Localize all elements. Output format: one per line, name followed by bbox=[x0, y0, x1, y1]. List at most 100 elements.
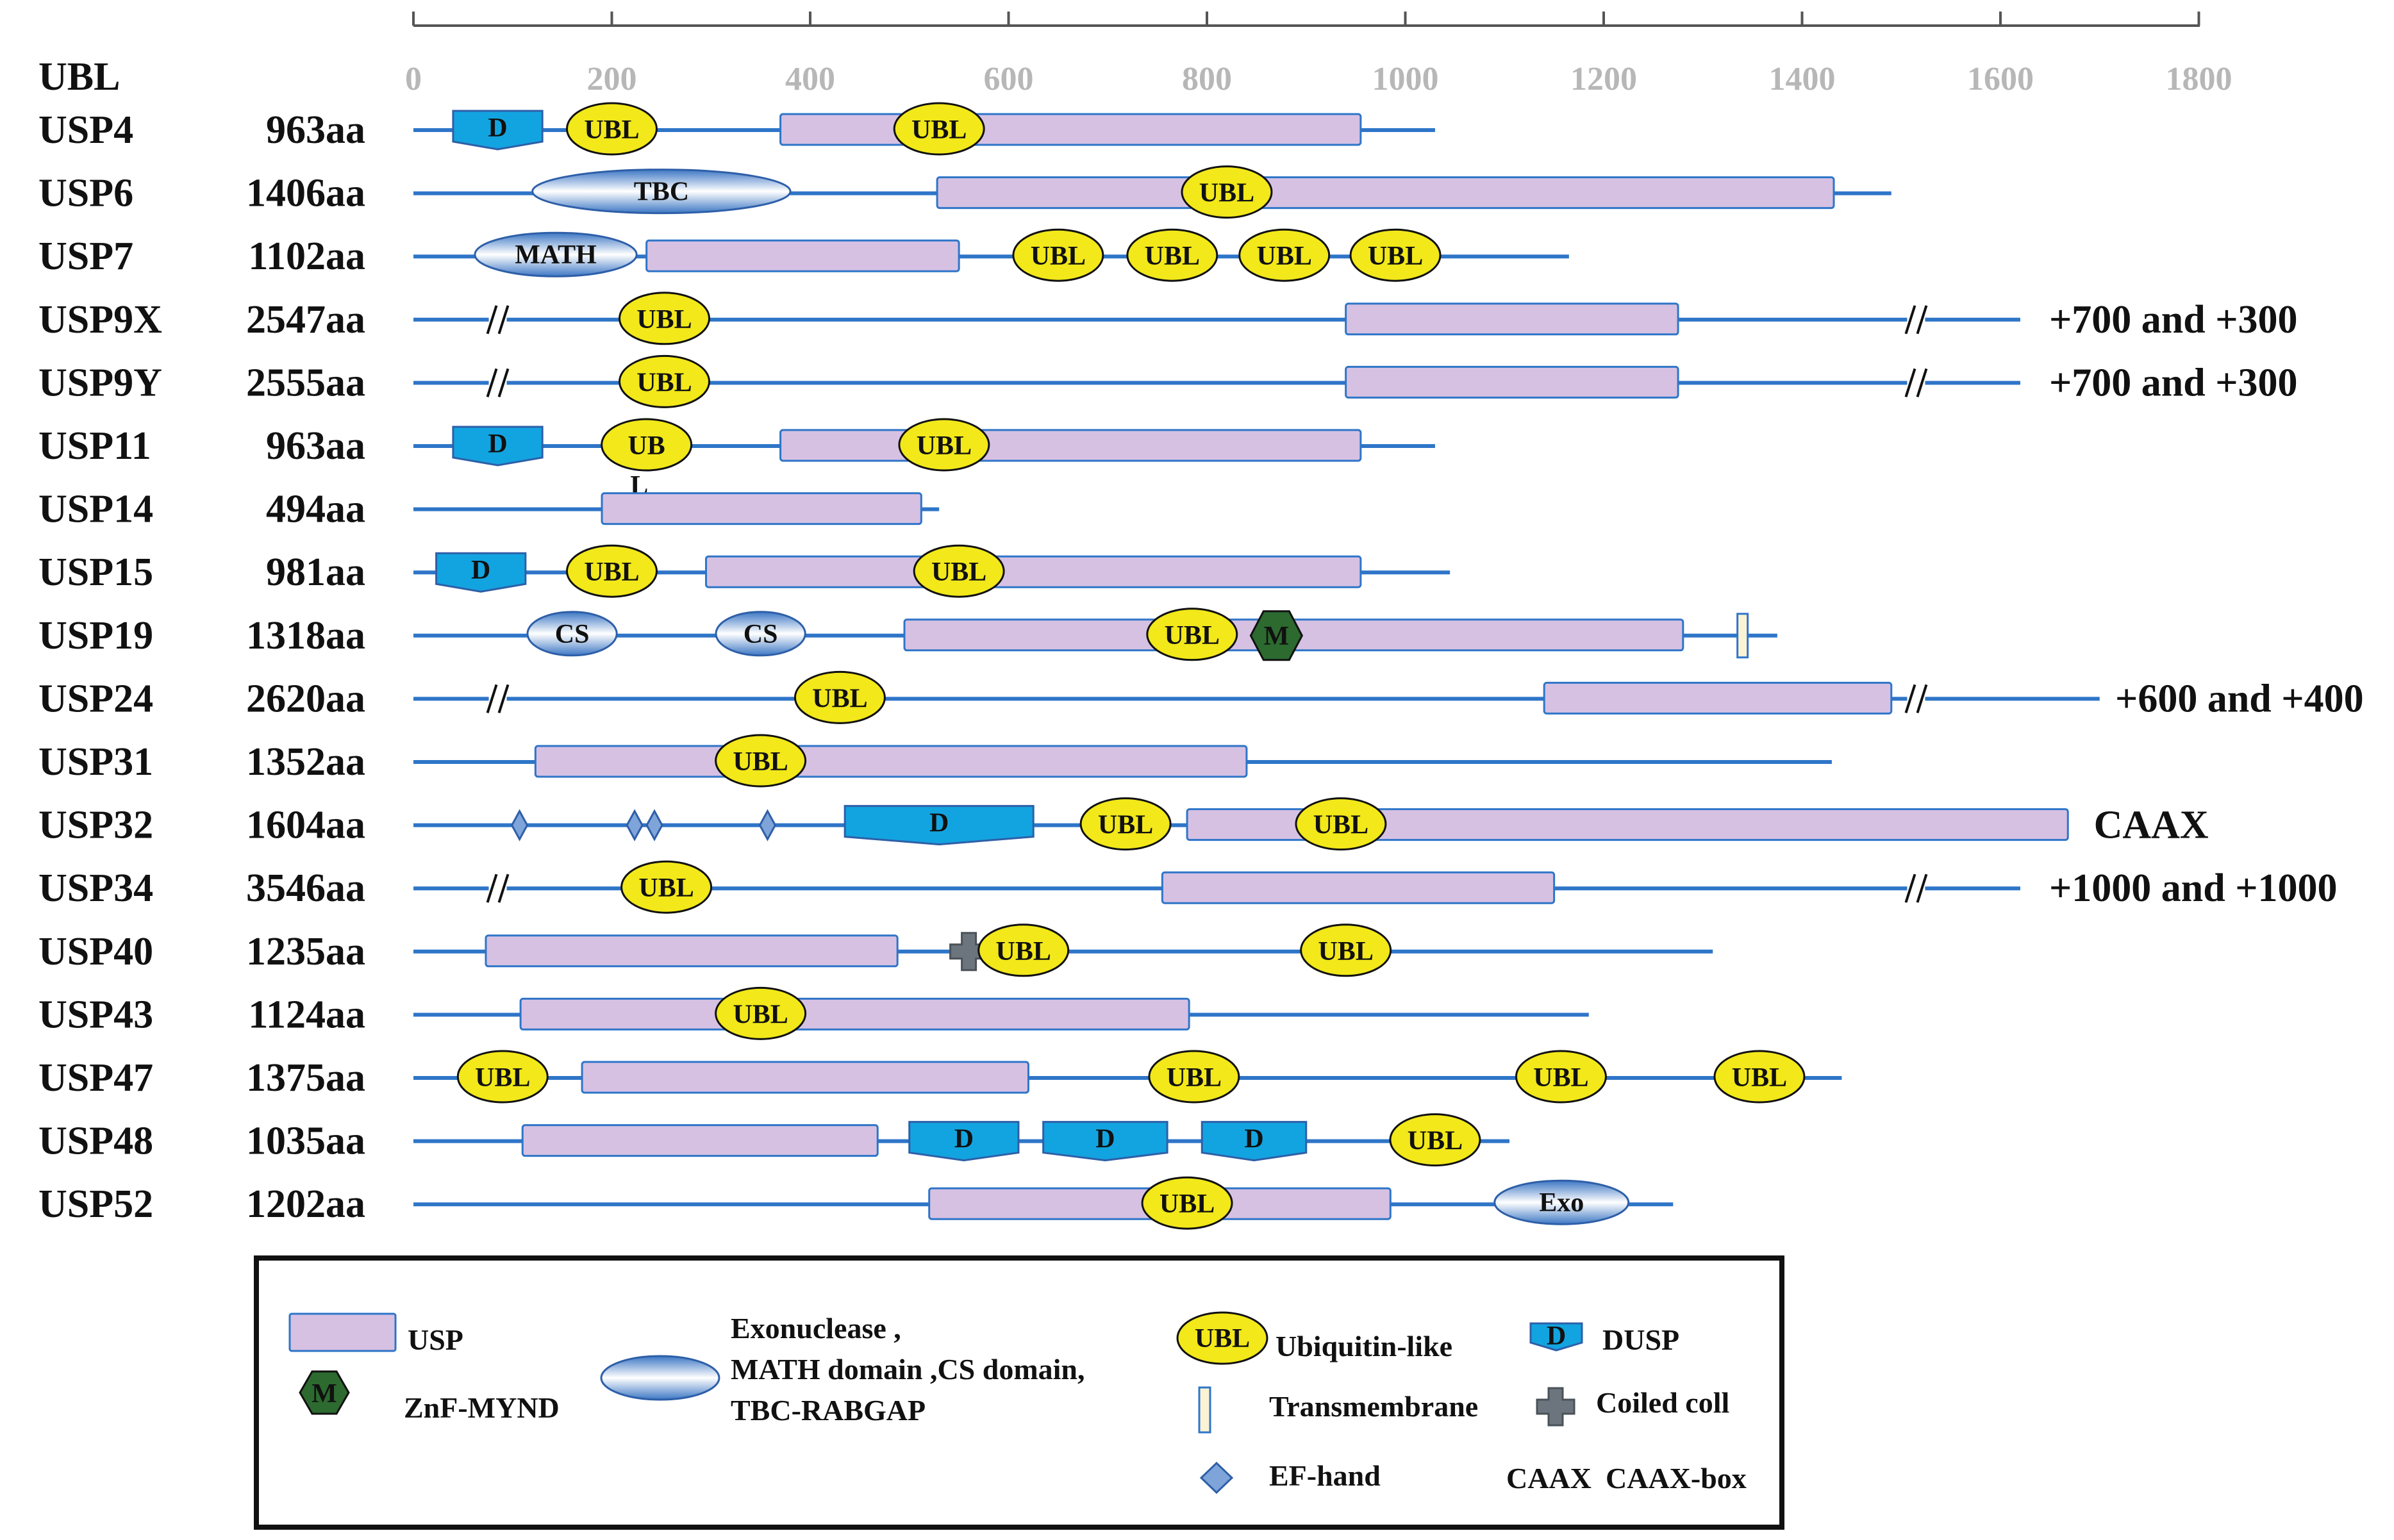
ellipse-domain-label: Exo bbox=[1539, 1188, 1584, 1218]
legend-usp-label: USP bbox=[408, 1323, 463, 1356]
legend-ubl-symbol: UBL bbox=[1195, 1324, 1250, 1354]
legend-coiled-swatch bbox=[1536, 1387, 1575, 1427]
axis-tick-label: 1000 bbox=[1372, 61, 1439, 97]
usp-domain bbox=[581, 1061, 1029, 1094]
protein-name: USP52 bbox=[38, 1182, 153, 1226]
ubl-domain bbox=[1141, 1176, 1233, 1230]
legend-ellipse-line-1: Exonuclease , bbox=[731, 1312, 901, 1345]
protein-name: USP11 bbox=[38, 424, 151, 468]
legend-znf-swatch bbox=[299, 1370, 350, 1415]
ubl-domain bbox=[1713, 1050, 1806, 1104]
ubl-domain bbox=[456, 1050, 549, 1104]
protein-name: USP9X bbox=[38, 298, 162, 342]
ubl-domain-label: UBL bbox=[1408, 1127, 1463, 1156]
ubl-domain bbox=[619, 292, 711, 345]
protein-name: USP4 bbox=[38, 108, 133, 152]
break-mark bbox=[1904, 873, 1916, 903]
protein-length: 1102aa bbox=[248, 235, 365, 278]
usp-domain bbox=[779, 429, 1362, 462]
ubl-domain-label: UBL bbox=[911, 115, 967, 145]
protein-name: USP32 bbox=[38, 804, 153, 847]
ubl-domain-label: UBL bbox=[733, 747, 788, 777]
break-mark bbox=[486, 368, 498, 398]
usp-domain bbox=[1345, 302, 1679, 336]
break-mark bbox=[1904, 684, 1916, 714]
protein-name: USP48 bbox=[38, 1120, 153, 1163]
usp-domain bbox=[1161, 871, 1556, 904]
ubl-domain bbox=[619, 354, 711, 408]
legend-efhand-label: EF-hand bbox=[1269, 1459, 1381, 1492]
dusp-domain bbox=[435, 552, 527, 593]
axis-tick-label: 800 bbox=[1182, 61, 1232, 97]
ubl-domain-label: UBL bbox=[584, 115, 639, 145]
ubl-domain bbox=[1389, 1113, 1481, 1167]
break-mark bbox=[486, 684, 498, 714]
protein-length: 2547aa bbox=[246, 298, 365, 342]
dusp-domain-label: D bbox=[488, 429, 507, 459]
dusp-domain bbox=[844, 805, 1035, 846]
ubl-domain-label: UBL bbox=[1199, 179, 1254, 208]
usp-domain bbox=[1345, 365, 1679, 399]
ellipse-domain bbox=[531, 169, 792, 215]
ellipse-domain-label: TBC bbox=[634, 178, 689, 207]
legend-ellipse-line-3: TBC-RABGAP bbox=[731, 1394, 926, 1427]
legend-ellipse-line-2: MATH domain ,CS domain, bbox=[731, 1353, 1085, 1386]
legend-transmembrane-swatch bbox=[1198, 1386, 1211, 1434]
ubl-domain-label: UBL bbox=[1533, 1063, 1588, 1093]
dusp-domain bbox=[452, 426, 544, 467]
protein-length: 1035aa bbox=[246, 1120, 365, 1163]
ubl-domain-label: UBL bbox=[1165, 621, 1220, 650]
protein-name: USP24 bbox=[38, 677, 153, 720]
break-mark bbox=[497, 368, 510, 398]
dusp-domain-label: D bbox=[929, 809, 949, 838]
protein-name: USP19 bbox=[38, 614, 153, 658]
protein-length: 963aa bbox=[266, 108, 365, 152]
ubl-domain-label: UBL bbox=[733, 1000, 788, 1029]
axis-tick-label: 1200 bbox=[1570, 61, 1637, 97]
usp-domain bbox=[601, 492, 922, 526]
axis-tick-label: 1600 bbox=[1967, 61, 2034, 97]
break-mark bbox=[1904, 368, 1916, 398]
ubl-domain-label: UBL bbox=[1098, 811, 1153, 840]
usp-domain bbox=[936, 176, 1835, 210]
axis-tick-label: 200 bbox=[587, 61, 637, 97]
usp-domain bbox=[485, 934, 899, 968]
usp-domain bbox=[521, 1124, 879, 1157]
break-mark bbox=[1916, 305, 1928, 335]
ubl-domain-label: UBL bbox=[917, 431, 972, 461]
dusp-domain-label: D bbox=[1095, 1125, 1115, 1154]
znf-mynd-domain bbox=[1249, 610, 1304, 661]
legend-znf-label: ZnF-MYND bbox=[404, 1391, 560, 1424]
usp-domain bbox=[779, 113, 1362, 146]
ubl-domain bbox=[1515, 1050, 1607, 1104]
transmembrane-segment bbox=[1736, 613, 1749, 659]
ubl-domain-label: UBL bbox=[636, 305, 692, 335]
ubl-domain bbox=[898, 418, 990, 472]
ef-hand-motif bbox=[645, 809, 663, 841]
ubl-domain-label: UBL bbox=[1318, 937, 1373, 966]
legend: USP M ZnF-MYND Exonuclease , MATH domain… bbox=[254, 1255, 1784, 1530]
ubl-domain-label: UBL bbox=[1368, 242, 1423, 271]
break-mark bbox=[1916, 684, 1928, 714]
legend-dusp-symbol: D bbox=[1547, 1321, 1566, 1351]
ubl-domain bbox=[1181, 165, 1273, 219]
legend-ubl-swatch bbox=[1176, 1311, 1268, 1365]
ubl-domain bbox=[1126, 228, 1218, 282]
usp-domain bbox=[705, 555, 1362, 588]
ubl-domain-label: UBL bbox=[638, 873, 694, 903]
ubl-domain-label: UBL bbox=[931, 558, 986, 587]
ubl-domain-label: UBL bbox=[1167, 1063, 1222, 1093]
dusp-domain-label: D bbox=[471, 556, 490, 585]
ubl-domain bbox=[1012, 228, 1104, 282]
ubl-domain bbox=[620, 860, 713, 914]
